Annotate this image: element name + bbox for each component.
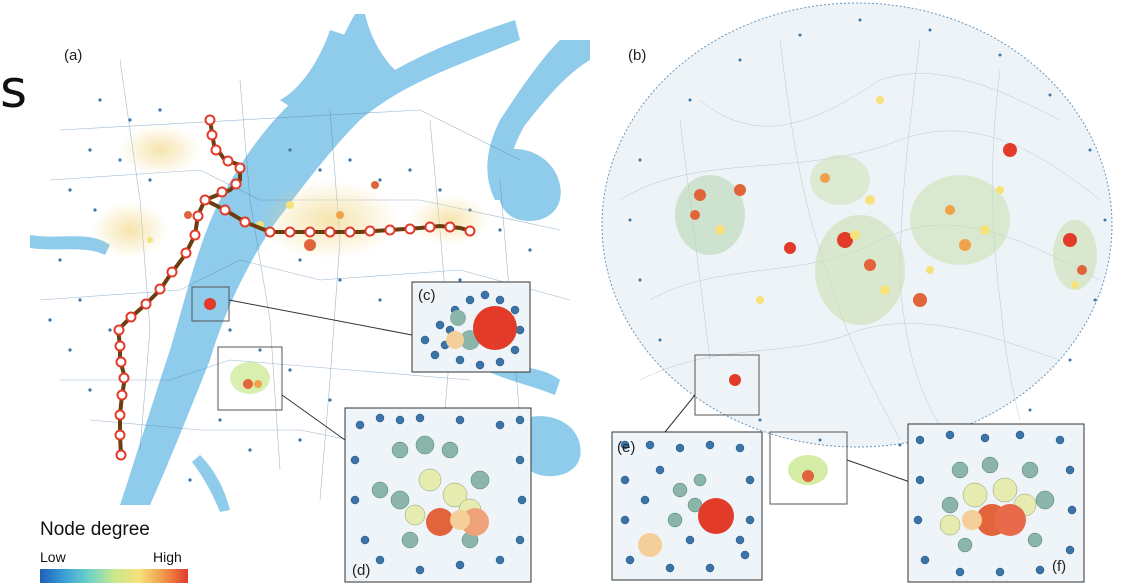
highlight-box-e xyxy=(694,354,760,416)
panel-b-network: (b) (e) xyxy=(601,2,1113,583)
river-east xyxy=(487,40,590,200)
river-tributary-west xyxy=(30,235,110,255)
river-main xyxy=(120,14,520,505)
connector-d xyxy=(281,394,346,441)
connector-c xyxy=(228,299,413,336)
network-nodes-b xyxy=(675,96,1097,386)
zoom-panel-c: (c) xyxy=(411,281,531,373)
highlight-box-c xyxy=(191,286,230,322)
panel-e-label: (e) xyxy=(617,439,635,456)
river-tributary-south xyxy=(192,455,230,512)
connector-f xyxy=(846,459,911,483)
river-branch xyxy=(280,30,345,110)
panel-side-letter: s xyxy=(0,60,28,120)
legend-low-label: Low xyxy=(40,549,66,565)
lake-south xyxy=(516,416,581,477)
density-highlights-a xyxy=(92,125,490,260)
connector-e xyxy=(664,394,696,433)
zoom-panel-e: (e) xyxy=(611,431,763,581)
panel-f-label: (f) xyxy=(1052,558,1066,575)
panel-c-label: (c) xyxy=(418,287,436,304)
panel-a-label: (a) xyxy=(64,47,82,64)
network-edges-b xyxy=(619,39,1101,441)
lake-east xyxy=(498,149,561,221)
legend-color-bar xyxy=(40,569,188,583)
panel-a-map: (a) (c) xyxy=(30,14,590,583)
zoom-panel-d: (d) xyxy=(344,407,532,583)
network-nodes-a xyxy=(48,98,532,482)
metro-stations xyxy=(113,114,476,461)
highlight-box-f xyxy=(769,431,848,505)
highlight-box-d xyxy=(217,346,283,411)
legend-high-label: High xyxy=(153,549,182,565)
zoom-panel-f: (f) xyxy=(907,423,1085,583)
legend-title: Node degree xyxy=(40,519,150,540)
panel-d-label: (d) xyxy=(352,562,370,579)
network-periphery-b xyxy=(628,18,1107,447)
panel-b-label: (b) xyxy=(628,47,646,64)
